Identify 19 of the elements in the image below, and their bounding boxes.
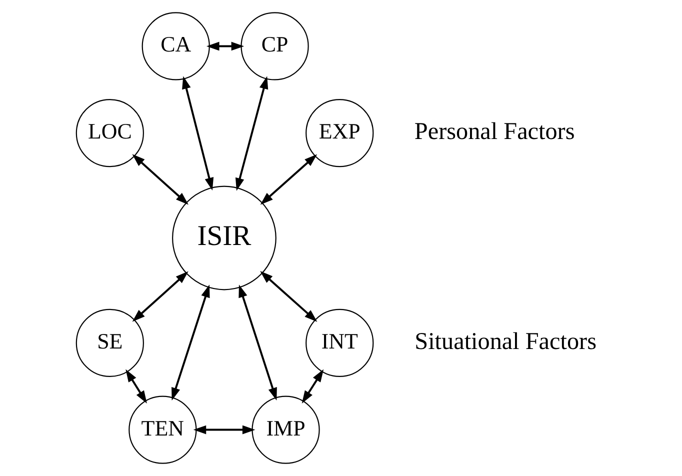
arrow bbox=[126, 369, 147, 404]
arrow bbox=[132, 154, 188, 205]
arrow bbox=[193, 425, 256, 434]
arrow bbox=[182, 76, 214, 190]
arrow bbox=[172, 284, 210, 401]
label: Situational Factors bbox=[414, 328, 596, 356]
arrow bbox=[238, 284, 277, 401]
node-circle: IMP bbox=[252, 396, 320, 464]
label: Personal Factors bbox=[414, 118, 575, 146]
node-circle: CP bbox=[240, 12, 309, 80]
arrow bbox=[206, 42, 244, 51]
arrow bbox=[235, 76, 268, 191]
node-circle: TEN bbox=[128, 396, 197, 464]
arrow bbox=[260, 271, 318, 322]
arrow bbox=[302, 369, 324, 404]
node-circle: CA bbox=[142, 12, 210, 80]
arrow bbox=[132, 271, 188, 322]
node-circle: ISIR bbox=[172, 186, 276, 290]
arrow bbox=[260, 154, 318, 205]
